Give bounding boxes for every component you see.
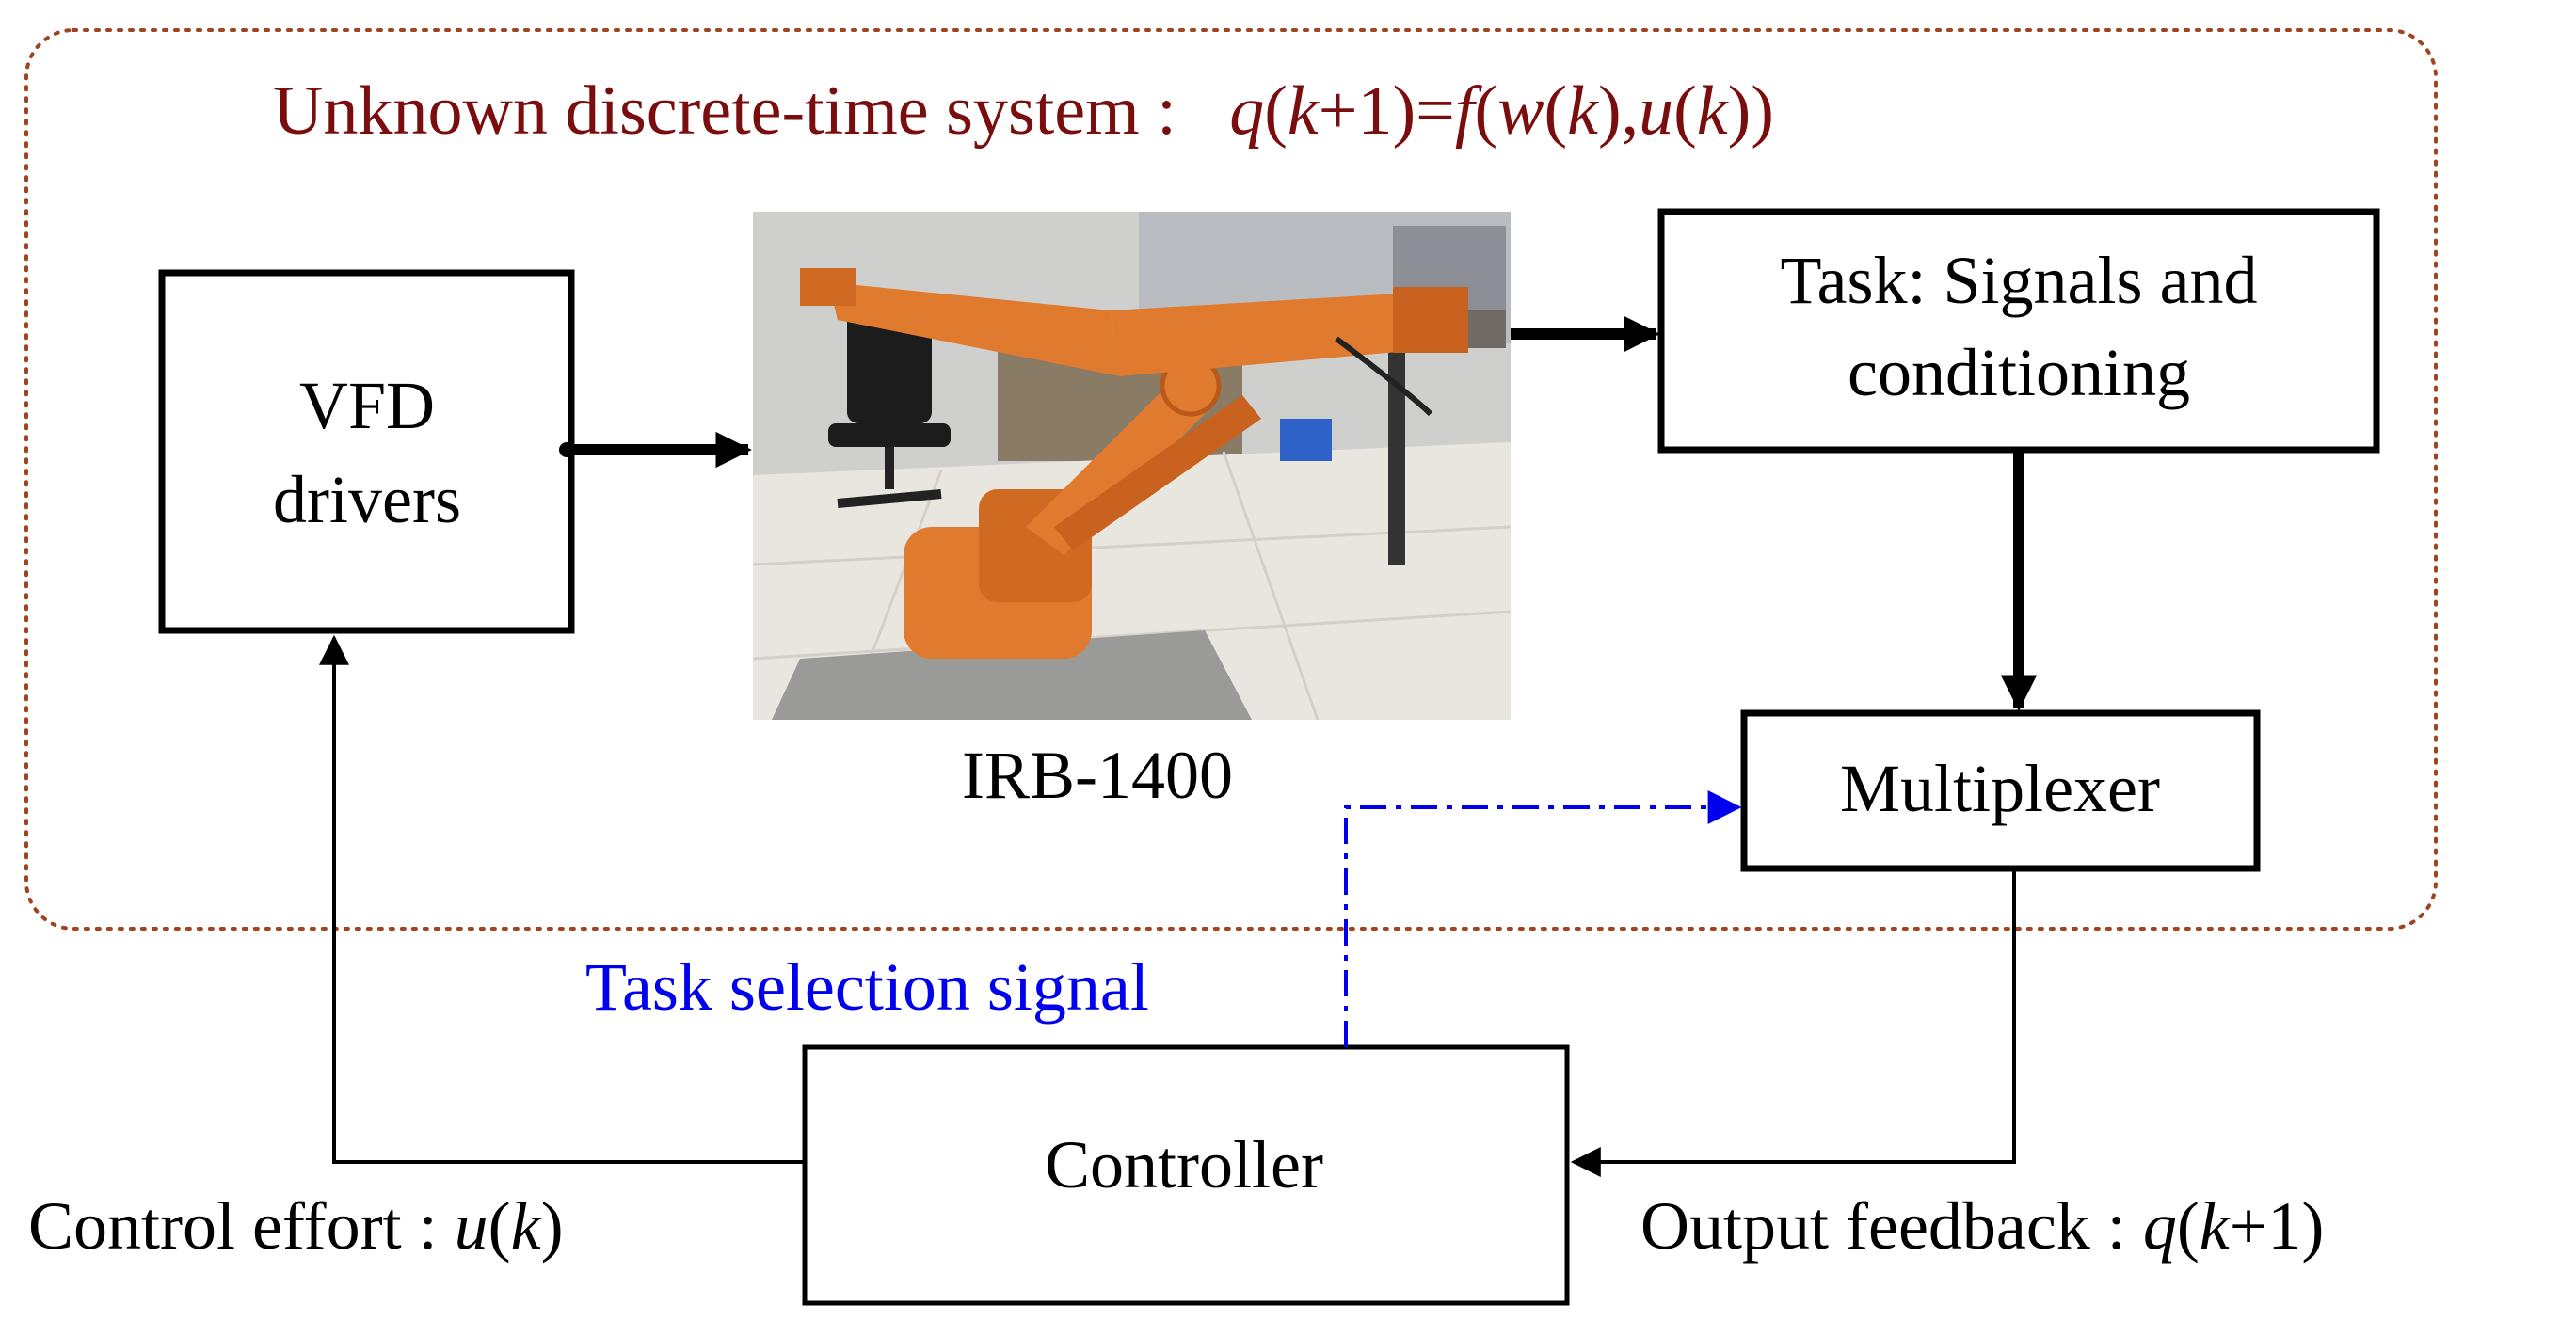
multiplexer-label: Multiplexer xyxy=(1840,751,2160,826)
robot-label: IRB-1400 xyxy=(962,738,1233,813)
system-title-prefix: Unknown discrete-time system : xyxy=(273,72,1176,150)
task-label-line1: Task: Signals and xyxy=(1781,243,2258,318)
system-equation: q(k+1)=f(w(k),u(k)) xyxy=(1229,72,1774,150)
task-label-line2: conditioning xyxy=(1848,335,2190,410)
control-effort-label: Control effort : u(k) xyxy=(28,1188,564,1264)
system-title: Unknown discrete-time system : q(k+1)=f(… xyxy=(273,72,1774,150)
output-feedback-label: Output feedback : q(k+1) xyxy=(1640,1188,2324,1264)
controller-block: Controller xyxy=(802,1044,1570,1306)
vfd-label-line2: drivers xyxy=(273,462,461,537)
system-boundary xyxy=(24,28,2438,931)
vfd-label-line1: VFD xyxy=(299,368,435,443)
task-selection-label: Task selection signal xyxy=(585,949,1149,1025)
multiplexer-block: Multiplexer xyxy=(1740,709,2261,872)
arrow-task-selection xyxy=(1344,790,1742,1047)
vfd-drivers-block: VFD drivers xyxy=(158,269,575,634)
arrow-control-effort xyxy=(319,634,805,1164)
task-conditioning-block: Task: Signals and conditioning xyxy=(1657,208,2380,454)
industrial-robot-photo xyxy=(752,212,1512,721)
arrow-output-feedback xyxy=(1570,868,2016,1177)
controller-label: Controller xyxy=(1045,1127,1323,1202)
